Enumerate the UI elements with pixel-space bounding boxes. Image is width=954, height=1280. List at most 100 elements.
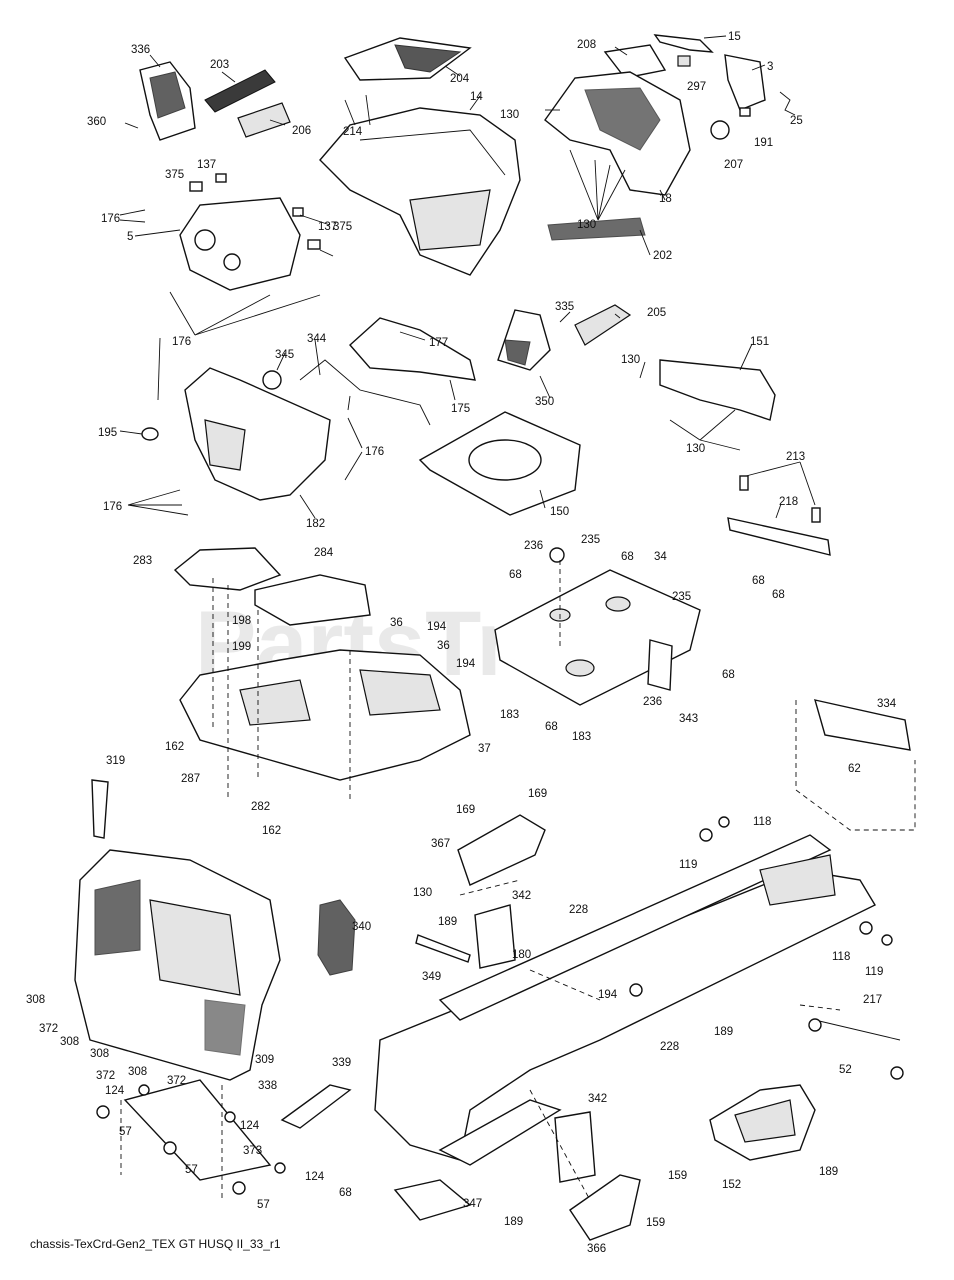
part-336-side-panel	[139, 61, 196, 141]
callout-label: 176	[101, 213, 120, 225]
callout-label: 360	[87, 116, 106, 128]
callout-label: 15	[728, 31, 741, 43]
callout-label: 3	[767, 61, 773, 73]
part-366-bracket	[569, 1174, 641, 1241]
callout-label: 372	[167, 1075, 186, 1087]
callout-label: 169	[456, 804, 475, 816]
part-373-plate	[123, 1079, 272, 1181]
part-14-hood	[319, 107, 521, 276]
callout-label: 206	[292, 125, 311, 137]
part-5-dash-panel	[179, 197, 301, 291]
callout-label: 309	[255, 1054, 274, 1066]
callout-label: 175	[451, 403, 470, 415]
callout-label: 183	[572, 731, 591, 743]
callout-label: 334	[877, 698, 897, 710]
hardware-washers	[96, 547, 893, 1195]
part-284-fender-right	[254, 574, 371, 626]
callout-label: 338	[258, 1080, 277, 1092]
part-195-plug	[141, 427, 159, 441]
callout-label: 182	[306, 518, 325, 530]
part-182-front-cowl	[184, 367, 331, 501]
callout-label: 375	[165, 169, 184, 181]
callout-label: 68	[621, 551, 634, 563]
callout-label: 176	[172, 336, 191, 348]
callout-label: 119	[865, 966, 883, 978]
callout-label: 287	[181, 773, 200, 785]
callout-label: 349	[422, 971, 441, 983]
part-207-headlight	[710, 120, 730, 140]
callout-label: 204	[450, 73, 470, 85]
callout-label: 124	[240, 1120, 260, 1132]
callout-label: 177	[429, 337, 448, 349]
callout-label: 335	[555, 301, 574, 313]
callout-label: 18	[659, 193, 672, 205]
part-349-strip	[415, 934, 471, 963]
callout-label: 57	[185, 1164, 198, 1176]
callout-label: 235	[581, 534, 600, 546]
callout-label: 130	[577, 219, 596, 231]
callout-label: 159	[668, 1170, 687, 1182]
callout-label: 319	[106, 755, 125, 767]
callout-label: 162	[165, 741, 184, 753]
callout-label: 176	[365, 446, 384, 458]
callout-label: 336	[131, 44, 150, 56]
callout-label: 195	[98, 427, 117, 439]
callout-label: 308	[128, 1066, 147, 1078]
callout-label: 137	[197, 159, 216, 171]
part-342-bracket	[474, 904, 596, 1183]
callout-label: 297	[687, 81, 706, 93]
callout-label: 118	[832, 951, 850, 963]
callout-label: 189	[438, 916, 457, 928]
part-343-bracket	[647, 639, 673, 691]
callout-label: 130	[413, 887, 432, 899]
callout-label: 199	[232, 641, 251, 653]
part-367-bracket	[457, 814, 546, 886]
part-217-rod	[814, 1019, 901, 1041]
callout-label: 308	[60, 1036, 79, 1048]
callout-label: 202	[653, 250, 672, 262]
callout-label: 68	[752, 575, 765, 587]
callout-label: 342	[588, 1093, 607, 1105]
callout-label: 130	[621, 354, 640, 366]
callout-label: 124	[105, 1085, 125, 1097]
callout-label: 34	[654, 551, 667, 563]
callout-label: 37	[478, 743, 491, 755]
callout-label: 68	[722, 669, 735, 681]
callout-label: 308	[26, 994, 45, 1006]
callout-label: 283	[133, 555, 152, 567]
callout-label: 344	[307, 333, 327, 345]
callout-label: 130	[686, 443, 705, 455]
callout-label: 124	[305, 1171, 325, 1183]
part-283-fender-left	[173, 547, 282, 591]
part-152-battery-tray	[709, 1084, 816, 1161]
part-213-bolt	[739, 475, 821, 523]
callout-label: 36	[390, 617, 403, 629]
callout-label: 194	[456, 658, 476, 670]
callout-label: 152	[722, 1179, 741, 1191]
callout-label: 205	[647, 307, 666, 319]
callout-label: 235	[672, 591, 691, 603]
callout-label: 118	[753, 816, 771, 828]
part-202-lower-grille	[547, 217, 646, 241]
callout-label: 194	[598, 989, 618, 1001]
callout-label: 343	[679, 713, 698, 725]
part-297-clip	[677, 55, 691, 67]
callout-label: 350	[535, 396, 554, 408]
callout-label: 162	[262, 825, 281, 837]
callout-label: 189	[819, 1166, 838, 1178]
part-15-strip	[653, 34, 714, 53]
callout-label: 191	[754, 137, 773, 149]
part-180-frame	[374, 834, 876, 1166]
callout-label: 189	[504, 1216, 523, 1228]
callout-label: 372	[39, 1023, 58, 1035]
part-175-bracket	[349, 317, 476, 381]
part-151-bracket	[659, 359, 776, 421]
callout-label: 236	[524, 540, 543, 552]
part-25-latch	[779, 91, 796, 116]
callout-label: 180	[512, 949, 531, 961]
part-218-bar	[727, 517, 831, 556]
callout-label: 284	[314, 547, 334, 559]
part-52-spacer	[808, 1018, 904, 1080]
part-347-bracket	[393, 1179, 472, 1221]
